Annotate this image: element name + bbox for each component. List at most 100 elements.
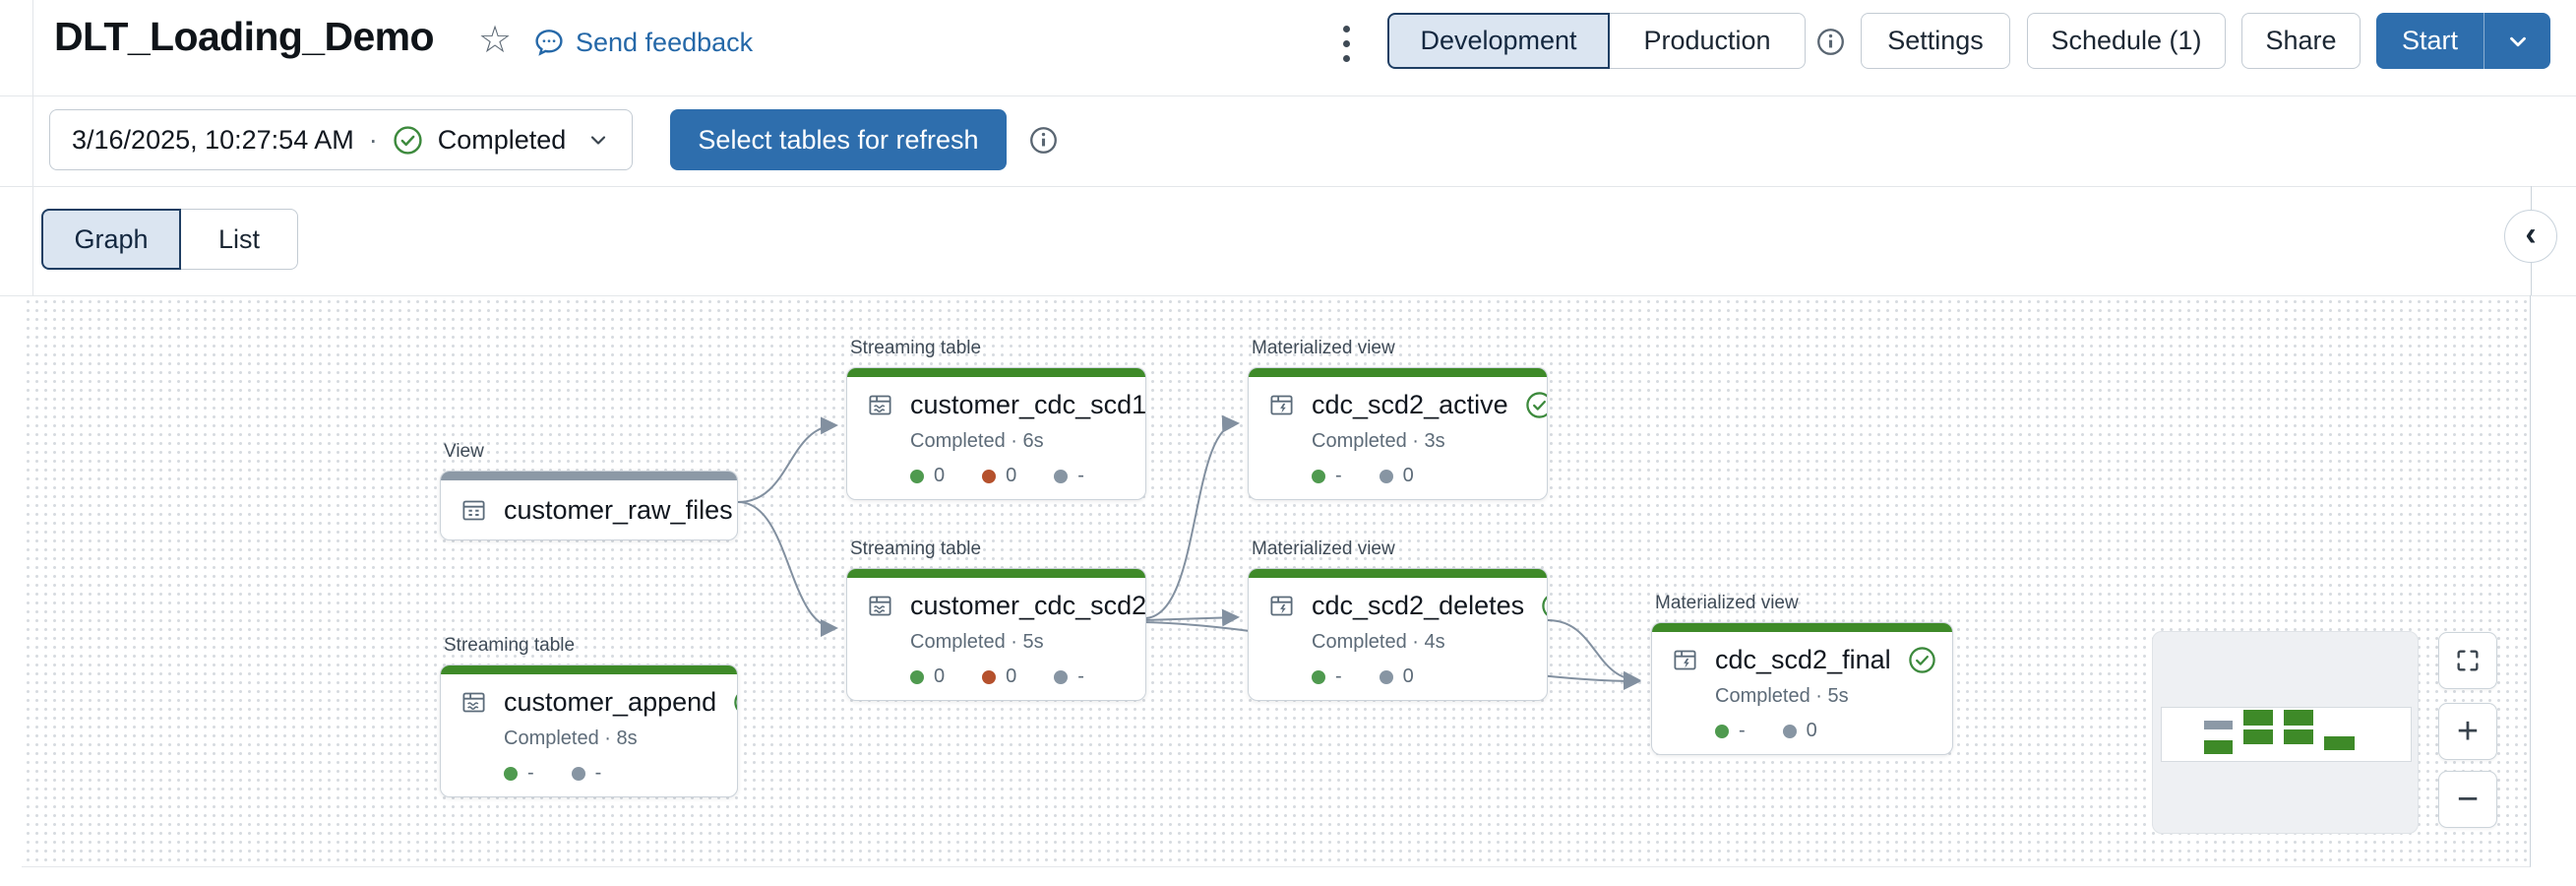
graph-node-customer_raw_files[interactable]: View customer_raw_files (440, 441, 738, 540)
node-metrics: 0 0 - (910, 465, 1126, 487)
node-status-bar (847, 368, 1145, 377)
node-status-bar (441, 665, 737, 674)
run-status-label: Completed (437, 124, 567, 155)
schedule-button[interactable]: Schedule (1) (2027, 13, 2226, 69)
overflow-menu-button[interactable] (1324, 14, 1368, 73)
node-metrics: 0 0 - (910, 665, 1126, 688)
view-tabs: Graph List (41, 209, 298, 270)
minimap-node-block (2284, 710, 2313, 726)
fit-to-screen-button[interactable] (2438, 632, 2497, 689)
node-name: cdc_scd2_active (1312, 390, 1508, 419)
view-table-icon (460, 497, 487, 524)
graph-node-cdc_scd2_final[interactable]: Materialized view cdc_scd2_final (1651, 593, 1953, 755)
node-name: customer_raw_files (504, 494, 733, 525)
node-status: Completed · 3s (1312, 430, 1445, 452)
select-tables-for-refresh-button[interactable]: Select tables for refresh (670, 109, 1007, 170)
node-status: Completed · 4s (1312, 631, 1445, 653)
send-feedback-link[interactable]: Send feedback (533, 27, 753, 58)
node-status: Completed · 8s (504, 728, 638, 749)
node-status-bar (1652, 623, 1952, 632)
metric-dot (571, 766, 585, 781)
speech-bubble-icon (533, 27, 565, 58)
pipeline-dag-canvas[interactable]: View customer_raw_files Streaming table (22, 295, 2531, 867)
metric-value: 0 (1806, 720, 1817, 741)
metric-value: 0 (1402, 665, 1414, 687)
start-split-button: Start (2376, 13, 2550, 69)
node-status: Completed · 5s (910, 631, 1044, 653)
share-button[interactable]: Share (2241, 13, 2361, 69)
node-metrics: - 0 (1312, 465, 1527, 487)
edge-customer_cdc_scd2-to-cdc_scd2_deletes (1143, 608, 1240, 627)
graph-node-customer_cdc_scd1[interactable]: Streaming table customer_cdc_scd1 (846, 338, 1146, 500)
metric-value: - (1335, 665, 1342, 687)
metric-value: - (594, 762, 602, 784)
settings-button[interactable]: Settings (1861, 13, 2010, 69)
tab-list[interactable]: List (180, 209, 298, 270)
node-name: customer_cdc_scd2 (910, 591, 1146, 620)
start-button[interactable]: Start (2401, 26, 2459, 55)
node-name: cdc_scd2_deletes (1312, 591, 1525, 620)
zoom-in-button[interactable]: + (2438, 703, 2497, 760)
node-status-bar (441, 472, 737, 480)
completed-check-icon (393, 125, 423, 156)
page-title: DLT_Loading_Demo (54, 14, 435, 59)
node-status: Completed · 6s (910, 430, 1044, 452)
materialized-view-icon (1268, 392, 1295, 418)
minimap-node-block (2324, 736, 2355, 750)
node-name: customer_append (504, 687, 717, 717)
materialized-view-icon (1672, 647, 1698, 673)
metric-dot (1054, 469, 1069, 483)
node-name: customer_cdc_scd1 (910, 390, 1146, 419)
run-chevron-down-icon (586, 128, 610, 152)
metric-value: - (1077, 465, 1084, 486)
node-metrics: - 0 (1312, 665, 1527, 688)
metric-value: 0 (934, 465, 946, 486)
check-circle-icon (1525, 391, 1547, 419)
metric-value: 0 (1006, 665, 1017, 687)
minimap-viewport[interactable] (2161, 707, 2412, 762)
production-toggle-button[interactable]: Production (1609, 13, 1806, 69)
refresh-info-icon[interactable] (1028, 125, 1059, 156)
graph-node-cdc_scd2_active[interactable]: Materialized view cdc_scd2_active (1248, 338, 1548, 500)
development-toggle-button[interactable]: Development (1387, 13, 1610, 69)
run-selector-dropdown[interactable]: 3/16/2025, 10:27:54 AM · Completed (49, 109, 634, 170)
metric-dot (1054, 669, 1069, 684)
metric-dot (910, 669, 924, 684)
metric-value: - (527, 762, 534, 784)
node-status-bar (847, 569, 1145, 578)
node-type-label: Materialized view (1655, 593, 1799, 613)
node-type-label: Materialized view (1252, 338, 1395, 358)
streaming-table-icon (460, 689, 487, 716)
metric-value: - (1739, 720, 1746, 741)
node-type-label: Streaming table (850, 538, 982, 559)
node-type-label: View (444, 441, 484, 462)
metric-dot (1312, 669, 1325, 684)
graph-node-cdc_scd2_deletes[interactable]: Materialized view cdc_scd2_deletes (1248, 538, 1548, 701)
metric-dot (1379, 669, 1393, 684)
check-circle-icon (1908, 646, 1936, 674)
minimap-node-block (2243, 729, 2273, 744)
edge-cdc_scd2_deletes-to-cdc_scd2_final (1547, 619, 1641, 689)
collapse-panel-chevron-button[interactable]: ‹ (2504, 210, 2557, 263)
graph-minimap[interactable] (2152, 631, 2419, 834)
start-options-chevron-down-icon[interactable] (2484, 13, 2550, 69)
metric-dot (982, 669, 997, 684)
node-status-bar (1249, 368, 1547, 377)
send-feedback-label: Send feedback (576, 27, 754, 57)
node-metrics: - - (504, 762, 717, 785)
metric-dot (982, 469, 997, 483)
environment-info-icon[interactable] (1815, 27, 1846, 57)
graph-node-customer_append[interactable]: Streaming table customer_append (440, 635, 738, 797)
node-name: cdc_scd2_final (1715, 645, 1891, 674)
metric-value: - (1077, 665, 1084, 687)
tab-graph[interactable]: Graph (41, 209, 181, 270)
edge-customer_raw_files-to-customer_cdc_scd1 (737, 416, 838, 503)
graph-node-customer_cdc_scd2[interactable]: Streaming table customer_cdc_scd2 (846, 538, 1146, 701)
metric-value: 0 (1006, 465, 1017, 486)
metric-dot (1312, 469, 1325, 483)
zoom-out-button[interactable]: − (2438, 771, 2497, 828)
node-type-label: Materialized view (1252, 538, 1395, 559)
metric-dot (1379, 469, 1393, 483)
favorite-star-icon[interactable]: ☆ (478, 20, 513, 61)
minimap-node-block (2243, 710, 2273, 726)
